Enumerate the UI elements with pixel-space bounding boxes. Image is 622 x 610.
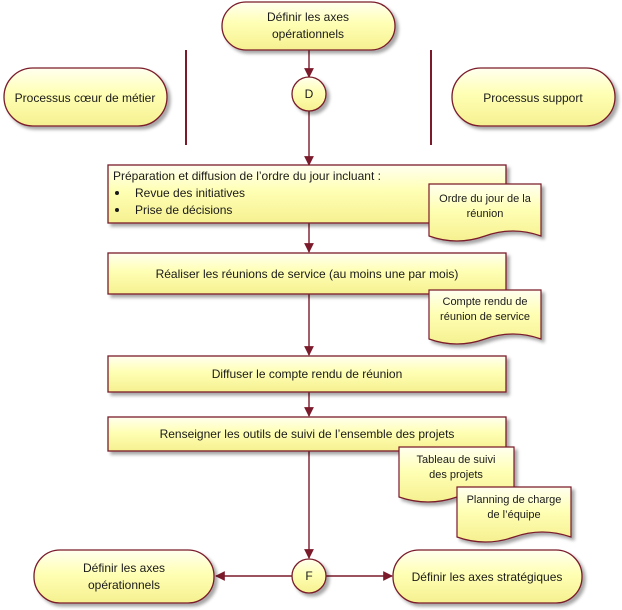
document-dashboard-line1: Tableau de suivi xyxy=(417,454,496,466)
start-connector-label: D xyxy=(305,87,314,101)
document-agenda-line1: Ordre du jour de la xyxy=(439,193,532,205)
lane-separators xyxy=(185,50,432,145)
document-agenda: Ordre du jour de la réunion xyxy=(428,183,542,242)
step-preparation-bullet-1: Revue des initiatives xyxy=(135,186,245,200)
step-diffuse: Diffuser le compte rendu de réunion xyxy=(107,355,507,393)
end-left-label-line2: opérationnels xyxy=(88,578,160,592)
end-connector: F xyxy=(291,558,327,594)
document-minutes: Compte rendu de réunion de service xyxy=(428,289,542,345)
end-left-label-line1: Définir les axes xyxy=(83,561,165,575)
start-terminator: Définir les axes opérationnels xyxy=(221,1,396,51)
lane-left-label: Processus cœur de métier xyxy=(15,91,156,105)
step-meetings: Réaliser les réunions de service (au moi… xyxy=(107,252,507,295)
end-terminator-left: Définir les axes opérationnels xyxy=(33,549,215,604)
end-terminator-right: Définir les axes stratégiques xyxy=(392,549,583,604)
step-preparation-title: Préparation et diffusion de l’ordre du j… xyxy=(113,169,381,183)
document-agenda-line2: réunion xyxy=(467,208,504,220)
end-connector-label: F xyxy=(305,569,312,583)
lane-right-label: Processus support xyxy=(483,91,583,105)
start-connector: D xyxy=(291,76,327,112)
document-dashboard-line2: des projets xyxy=(429,469,483,481)
step-meetings-label: Réaliser les réunions de service (au moi… xyxy=(156,267,459,281)
document-minutes-line1: Compte rendu de xyxy=(443,296,528,308)
start-label-line2: opérationnels xyxy=(272,27,344,41)
document-workload-line2: de l’équipe xyxy=(487,509,540,521)
connectors xyxy=(215,50,393,581)
step-diffuse-label: Diffuser le compte rendu de réunion xyxy=(212,367,403,381)
start-label-line1: Définir les axes xyxy=(267,10,349,24)
lane-right: Processus support xyxy=(451,67,616,127)
document-minutes-line2: réunion de service xyxy=(440,311,530,323)
bullet-icon xyxy=(115,208,119,212)
document-workload-line1: Planning de charge xyxy=(467,494,562,506)
step-preparation-bullet-2: Prise de décisions xyxy=(135,203,232,217)
bullet-icon xyxy=(115,191,119,195)
lane-left: Processus cœur de métier xyxy=(3,67,168,127)
document-workload: Planning de charge de l’équipe xyxy=(456,486,572,543)
step-tracking: Renseigner les outils de suivi de l’ense… xyxy=(107,416,507,452)
end-right-label: Définir les axes stratégiques xyxy=(412,570,563,584)
step-tracking-label: Renseigner les outils de suivi de l’ense… xyxy=(160,427,455,441)
